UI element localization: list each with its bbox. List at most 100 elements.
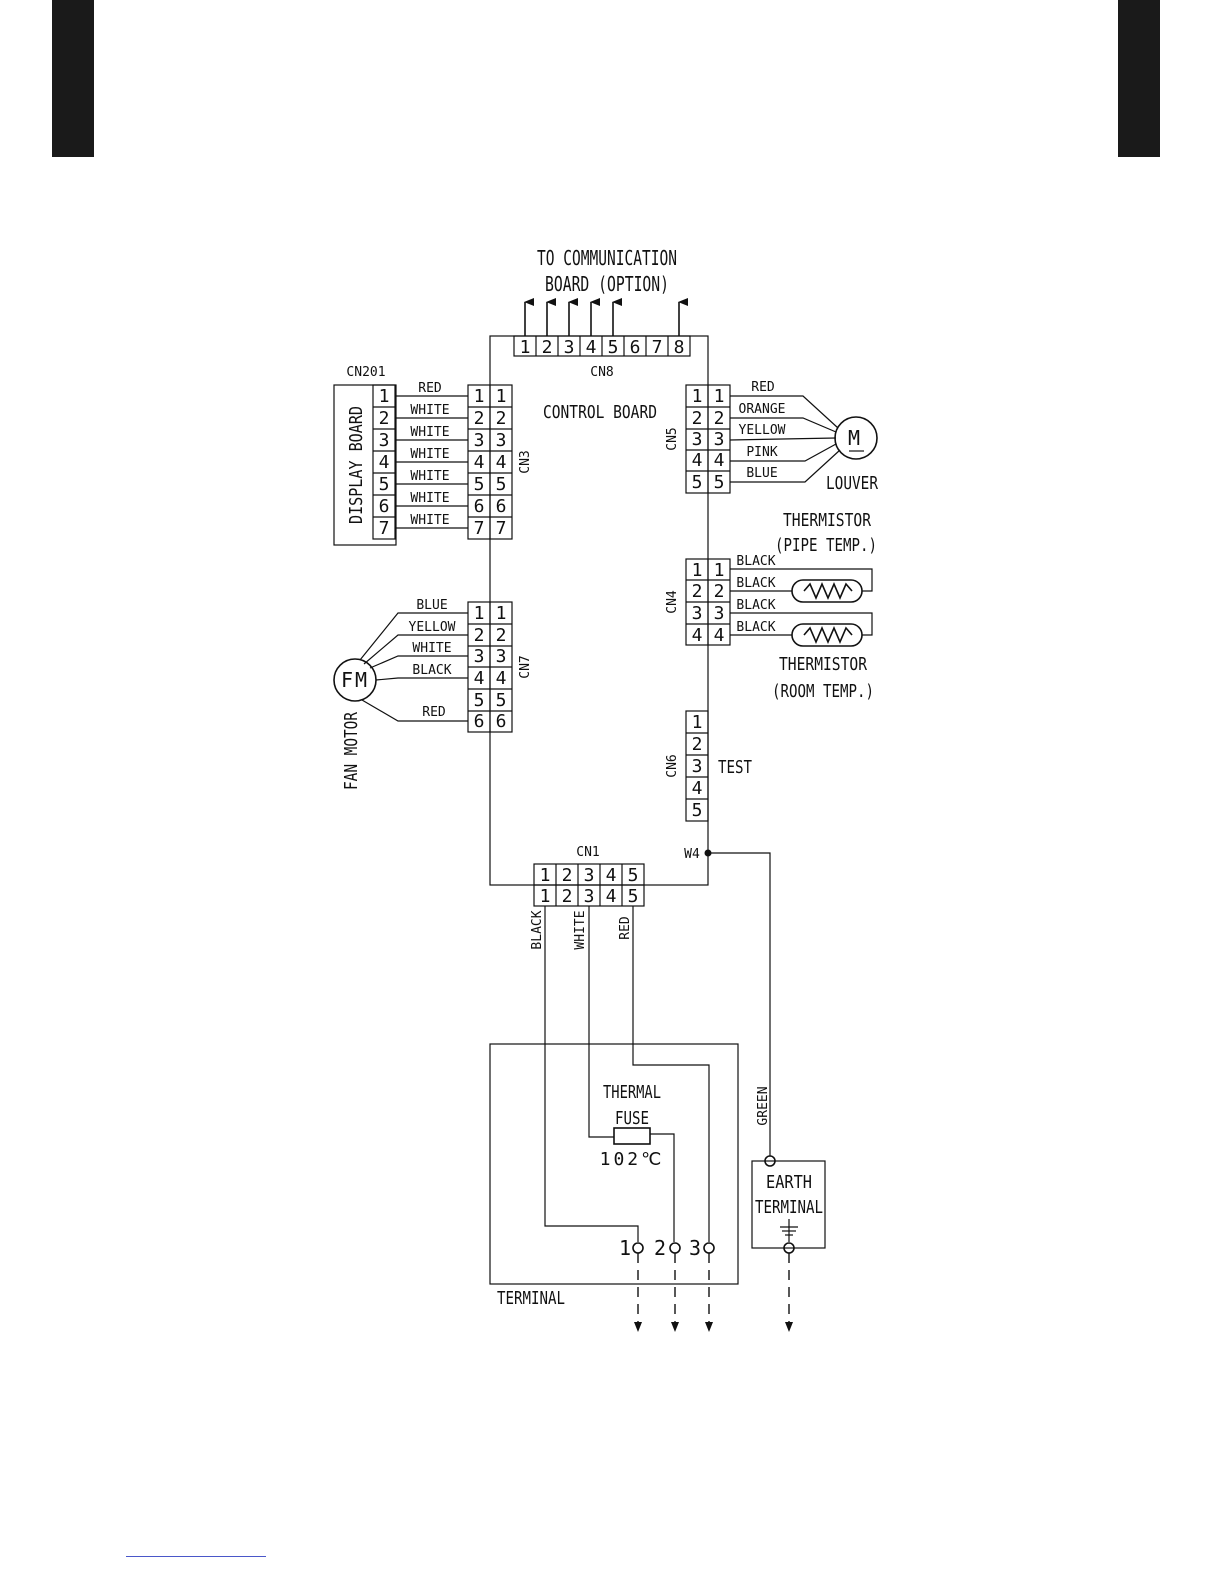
cn1-pin: 2 [562, 865, 573, 886]
cn7-pin: 2 [496, 625, 507, 646]
cn4-connector: 1 1 2 2 3 3 4 4 CN4 [665, 558, 731, 646]
cn4-pin: 2 [714, 581, 725, 602]
cn4-pin: 3 [714, 603, 725, 624]
wire-color-label: PINK [746, 445, 777, 460]
cn3-pin: 6 [474, 496, 485, 517]
cn6-pin: 4 [692, 778, 703, 799]
cn201-name: CN201 [346, 365, 385, 380]
thermistor-pipe-symbol [791, 579, 863, 603]
cn5-pin: 2 [692, 408, 703, 429]
earth-output-arrow [785, 1322, 793, 1332]
cn1-connector: 1 2 3 4 5 1 2 3 4 5 [533, 863, 645, 907]
wire-color-label: BLUE [416, 598, 447, 613]
cn5-pin: 1 [714, 386, 725, 407]
thermistor-pipe-label: THERMISTOR [783, 510, 871, 531]
cn7-pin: 2 [474, 625, 485, 646]
thermistor-room-label: THERMISTOR [779, 654, 867, 675]
cn1-pin: 4 [606, 865, 617, 886]
cn8-pin: 1 [520, 337, 531, 358]
cn5-pin: 4 [692, 450, 703, 471]
terminal-pin-label: 2 [654, 1236, 666, 1260]
cn7-pin: 6 [496, 711, 507, 732]
earth-terminal-label: EARTH [766, 1172, 812, 1193]
cn6-pin: 3 [692, 756, 703, 777]
cn3-pin: 4 [496, 452, 507, 473]
cn201-pin: 4 [379, 452, 390, 473]
wire-color-label: BLACK [736, 620, 775, 635]
cn3-pin: 5 [496, 474, 507, 495]
cn6-connector: 1 2 3 4 5 CN6 [665, 710, 709, 822]
cn1-pin: 3 [584, 886, 595, 907]
terminal-output-arrows [634, 1253, 713, 1332]
cn5-pin: 1 [692, 386, 703, 407]
thermal-fuse-label: FUSE [615, 1108, 649, 1129]
wire-color-label: WHITE [412, 641, 451, 656]
thermistor-room-label: (ROOM TEMP.) [772, 681, 874, 702]
cn6-pin: 2 [692, 734, 703, 755]
wire-color-label: RED [618, 916, 633, 940]
wire-color-label: WHITE [410, 491, 449, 506]
display-board-label: DISPLAY BOARD [346, 406, 367, 524]
cn7-name: CN7 [518, 655, 533, 678]
cn6-pin: 1 [692, 712, 703, 733]
wire-color-label: BLUE [746, 466, 777, 481]
cn8-pin: 6 [630, 337, 641, 358]
cn7-wires [359, 612, 468, 722]
cn3-pin: 5 [474, 474, 485, 495]
wire-color-label: YELLOW [739, 423, 786, 438]
cn6-pin: 5 [692, 800, 703, 821]
w4-label: W4 [684, 847, 700, 862]
cn1-pin: 3 [584, 865, 595, 886]
wire-color-label: WHITE [410, 425, 449, 440]
control-board-label: CONTROL BOARD [543, 402, 657, 423]
cn3-pin: 4 [474, 452, 485, 473]
earth-terminal-box [751, 1160, 826, 1249]
cn3-pin: 2 [496, 408, 507, 429]
wire-color-label: WHITE [573, 910, 588, 949]
cn5-pin: 3 [692, 429, 703, 450]
cn1-pin: 1 [540, 886, 551, 907]
cn4-pin: 3 [692, 603, 703, 624]
cn7-connector: 1 1 2 2 3 3 4 4 5 5 6 6 CN7 [467, 601, 533, 733]
earth-wire [708, 852, 771, 1156]
louver-motor: M [834, 416, 878, 460]
cn3-pin: 6 [496, 496, 507, 517]
cn1-pin: 5 [628, 865, 639, 886]
cn8-pin: 2 [542, 337, 553, 358]
fan-motor: FM [333, 658, 377, 702]
left-black-bar [52, 0, 94, 157]
cn7-pin: 1 [474, 603, 485, 624]
cn6-name: CN6 [665, 754, 680, 777]
display-board: DISPLAY BOARD CN201 [333, 365, 397, 546]
cn3-name: CN3 [518, 450, 533, 473]
footer-link-underline [126, 1556, 266, 1557]
cn7-pin: 4 [496, 668, 507, 689]
wire-color-label: BLACK [530, 910, 545, 949]
cn1-pin: 4 [606, 886, 617, 907]
cn7-pin: 3 [474, 646, 485, 667]
cn3-pin: 7 [474, 518, 485, 539]
fan-motor-label: FAN MOTOR [341, 712, 362, 790]
terminal-pin-label: 3 [689, 1236, 701, 1260]
wire-color-label: WHITE [410, 469, 449, 484]
cn8-connector: 1 2 3 4 5 6 7 8 CN8 [513, 335, 691, 380]
thermal-fuse [613, 1127, 651, 1145]
cn1-pin: 1 [540, 865, 551, 886]
wire-color-label: RED [751, 380, 775, 395]
cn8-pin: 4 [586, 337, 597, 358]
cn201-pin: 7 [379, 518, 390, 539]
cn8-pin: 3 [564, 337, 575, 358]
wire-color-label: BLACK [736, 554, 775, 569]
cn7-pin: 5 [474, 690, 485, 711]
cn4-wires [730, 568, 873, 636]
cn3-pin: 2 [474, 408, 485, 429]
cn7-pin: 6 [474, 711, 485, 732]
terminal-pins: 1 2 3 [619, 1236, 715, 1260]
comm-label-line1: TO COMMUNICATION [537, 246, 677, 270]
cn4-pin: 4 [692, 625, 703, 646]
wire-color-label: BLACK [736, 576, 775, 591]
wire-color-label: WHITE [410, 403, 449, 418]
thermal-fuse-label: THERMAL [603, 1082, 661, 1103]
wire-color-label: WHITE [410, 447, 449, 462]
